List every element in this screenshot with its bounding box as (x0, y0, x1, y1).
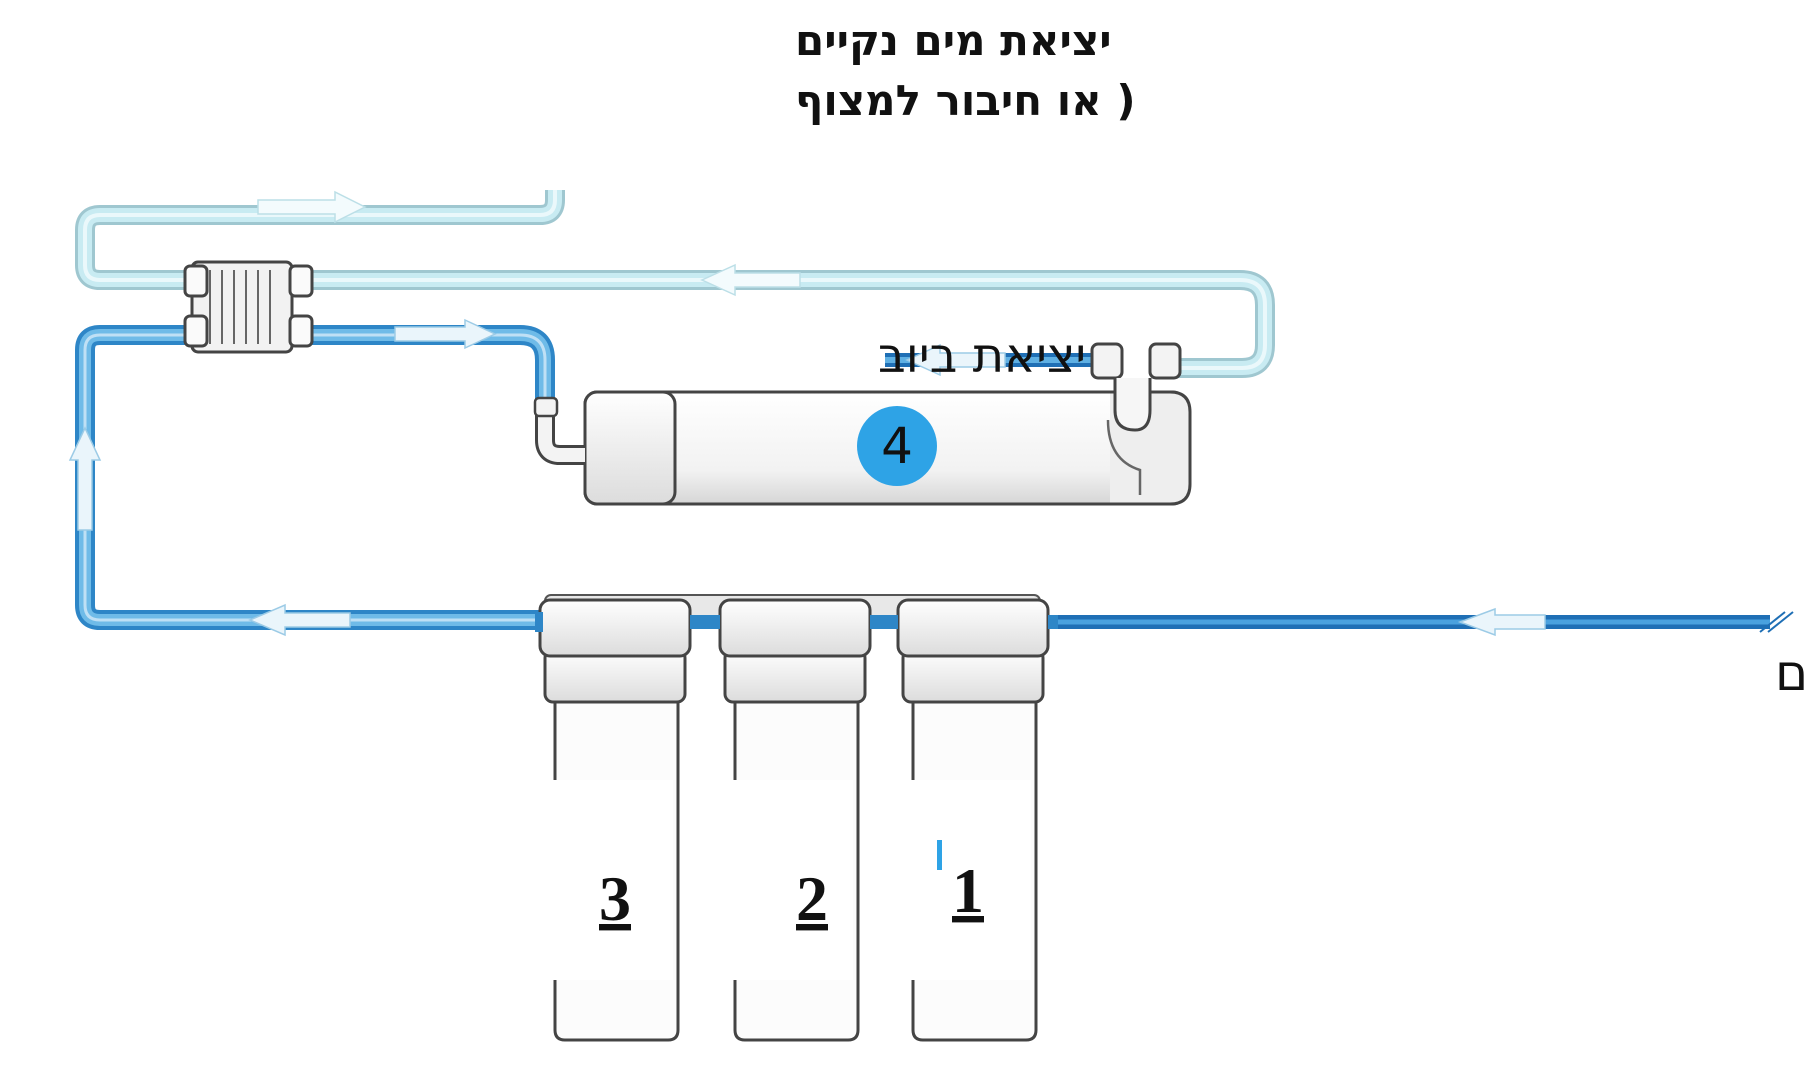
arrow-left-icon (248, 603, 351, 637)
clean-water-outlet-label: יציאת מים נקיים (795, 16, 1112, 65)
membrane-product-pipe (300, 270, 1275, 378)
drain-outlet-label: יציאת ביוב (878, 328, 1086, 384)
float-connection-label: ( או חיבור למצוף (795, 76, 1136, 125)
arrow-left-icon (1457, 607, 1546, 637)
ro-membrane-housing (533, 342, 1192, 506)
membrane-number: 4 (881, 417, 913, 475)
filter-housing-3 (538, 598, 692, 1042)
filter-number-2: 2 (796, 863, 828, 934)
feed-to-membrane-pipe (75, 325, 555, 630)
water-inlet-label: כניסת מים (1775, 644, 1804, 702)
arrow-right-icon (257, 190, 367, 224)
water-inlet-pipe (1050, 611, 1794, 633)
filter-number-3: 3 (599, 863, 631, 934)
filter-housing-1 (896, 598, 1050, 1042)
arrow-right-icon (394, 318, 497, 350)
filter-number-1: 1 (952, 855, 984, 926)
arrow-left-icon (700, 263, 801, 297)
clean-water-outlet-pipe (75, 190, 565, 290)
membrane-number-badge: 4 (857, 406, 937, 486)
arrow-left-icon (905, 343, 1006, 377)
filter-bank: 3 2 1 (535, 594, 1058, 1042)
filter-housing-2 (718, 598, 872, 1042)
arrow-up-icon (68, 426, 102, 531)
flow-arrows (68, 190, 1546, 637)
post-filter-cartridge (183, 260, 314, 354)
